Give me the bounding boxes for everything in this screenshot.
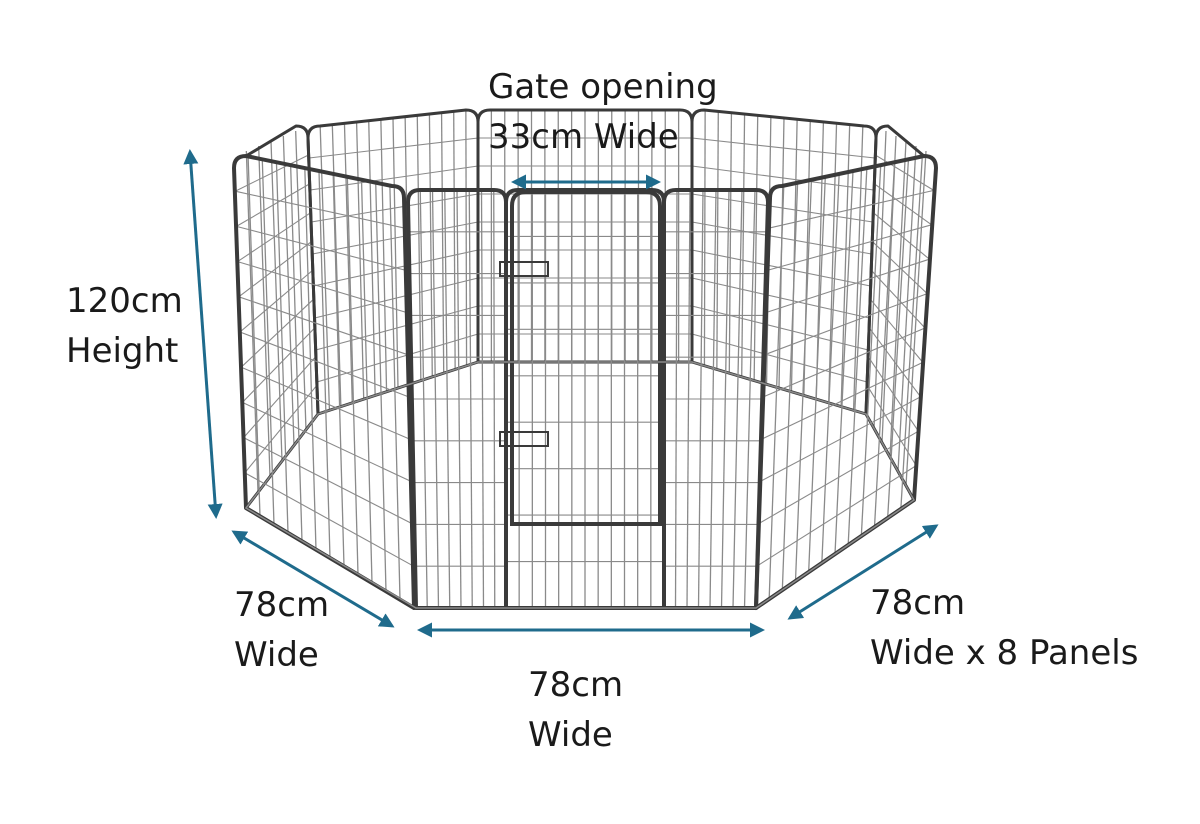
gate-latch-bottom [499,431,549,447]
right-panel-width-value: 78cm [870,583,966,623]
floor-outline [244,361,915,609]
right-width-arrow [787,524,939,620]
back-right-panel [690,108,878,416]
left-side-panel [232,154,416,610]
front-left-panel [406,188,508,610]
front-panel-width-value: 78cm [528,665,624,705]
front-panel-width-label: 78cm Wide [528,660,623,760]
front-right-panel [662,188,770,610]
front-panel-width-caption: Wide [528,715,613,755]
gate-panel [504,188,666,610]
gate-latch-top [499,261,549,277]
left-width-arrow [231,530,395,628]
height-label: 120cm Height [66,276,183,376]
left-panel-width-label: 78cm Wide [234,580,329,680]
dimension-arrows [183,149,939,638]
gate-opening-width: 33cm Wide [488,117,679,157]
height-arrow [183,149,223,519]
right-panel-width-label: 78cm Wide x 8 Panels [870,578,1138,678]
left-panel-width-caption: Wide [234,635,319,675]
gate-door [499,190,662,526]
gate-opening-title: Gate opening [488,67,718,107]
height-caption: Height [66,331,179,371]
right-side-panel [754,154,938,610]
gate-opening-label: Gate opening 33cm Wide [488,62,718,162]
height-value: 120cm [66,281,183,321]
octagonal-playpen-illustration [232,108,938,610]
left-panel-width-value: 78cm [234,585,330,625]
right-panel-width-caption: Wide x 8 Panels [870,633,1139,673]
